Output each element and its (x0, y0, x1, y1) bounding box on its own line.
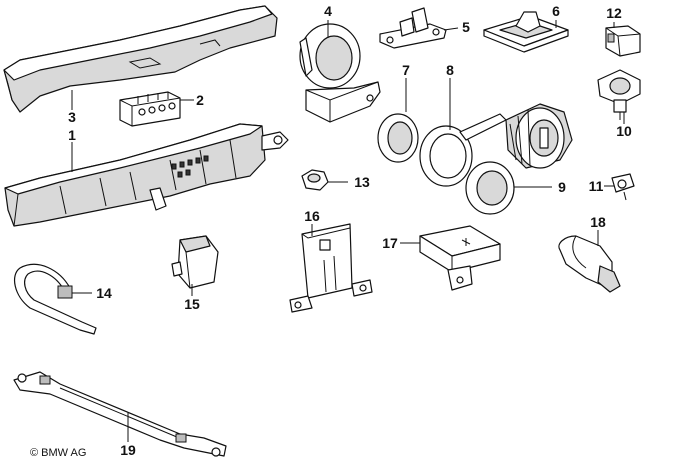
part-label-7: 7 (402, 62, 410, 78)
part-3-cover-drawing (3, 5, 278, 113)
part-7-ring-drawing (377, 113, 419, 163)
part-label-12: 12 (606, 5, 622, 21)
part-17-module-drawing (419, 225, 501, 291)
part-13-nut-drawing (301, 169, 329, 191)
part-10-clip-drawing (597, 69, 641, 120)
part-15-holder-drawing (171, 235, 219, 289)
part-label-1: 1 (68, 127, 76, 143)
part-14-cable-tie-drawing (13, 263, 97, 335)
part-label-4: 4 (324, 3, 332, 19)
part-label-13: 13 (354, 174, 370, 190)
part-8-cap-drawing (419, 113, 507, 187)
part-label-10: 10 (616, 123, 632, 139)
part-6-holder-drawing (483, 11, 569, 53)
part-label-14: 14 (96, 285, 112, 301)
part-label-11: 11 (589, 178, 604, 194)
part-9-lock-drawing (465, 103, 573, 215)
leader-5 (443, 27, 459, 31)
part-5-bracket-drawing (379, 7, 447, 49)
part-1-cover-drawing (4, 123, 289, 227)
part-16-bracket-drawing (289, 223, 373, 313)
part-2-switch-drawing (119, 91, 181, 127)
part-label-15: 15 (184, 296, 200, 312)
part-label-18: 18 (590, 214, 606, 230)
part-label-19: 19 (120, 442, 136, 458)
part-label-8: 8 (446, 62, 454, 78)
part-label-3: 3 (68, 109, 76, 125)
part-label-2: 2 (196, 92, 204, 108)
part-11-screw-drawing (611, 173, 635, 201)
part-label-5: 5 (462, 19, 470, 35)
part-19-strap-drawing (13, 371, 227, 457)
part-label-17: 17 (382, 235, 398, 251)
part-18-boot-drawing (558, 235, 621, 293)
part-label-16: 16 (304, 208, 320, 224)
part-4-holder-drawing (299, 23, 381, 123)
copyright-notice: © BMW AG (30, 447, 86, 459)
leader-lines (71, 20, 625, 442)
part-label-6: 6 (552, 3, 560, 19)
part-label-9: 9 (558, 179, 566, 195)
part-labels: 3 2 1 4 5 6 7 8 9 10 11 12 13 14 15 16 1… (68, 3, 632, 458)
part-12-clip-drawing (605, 25, 641, 57)
